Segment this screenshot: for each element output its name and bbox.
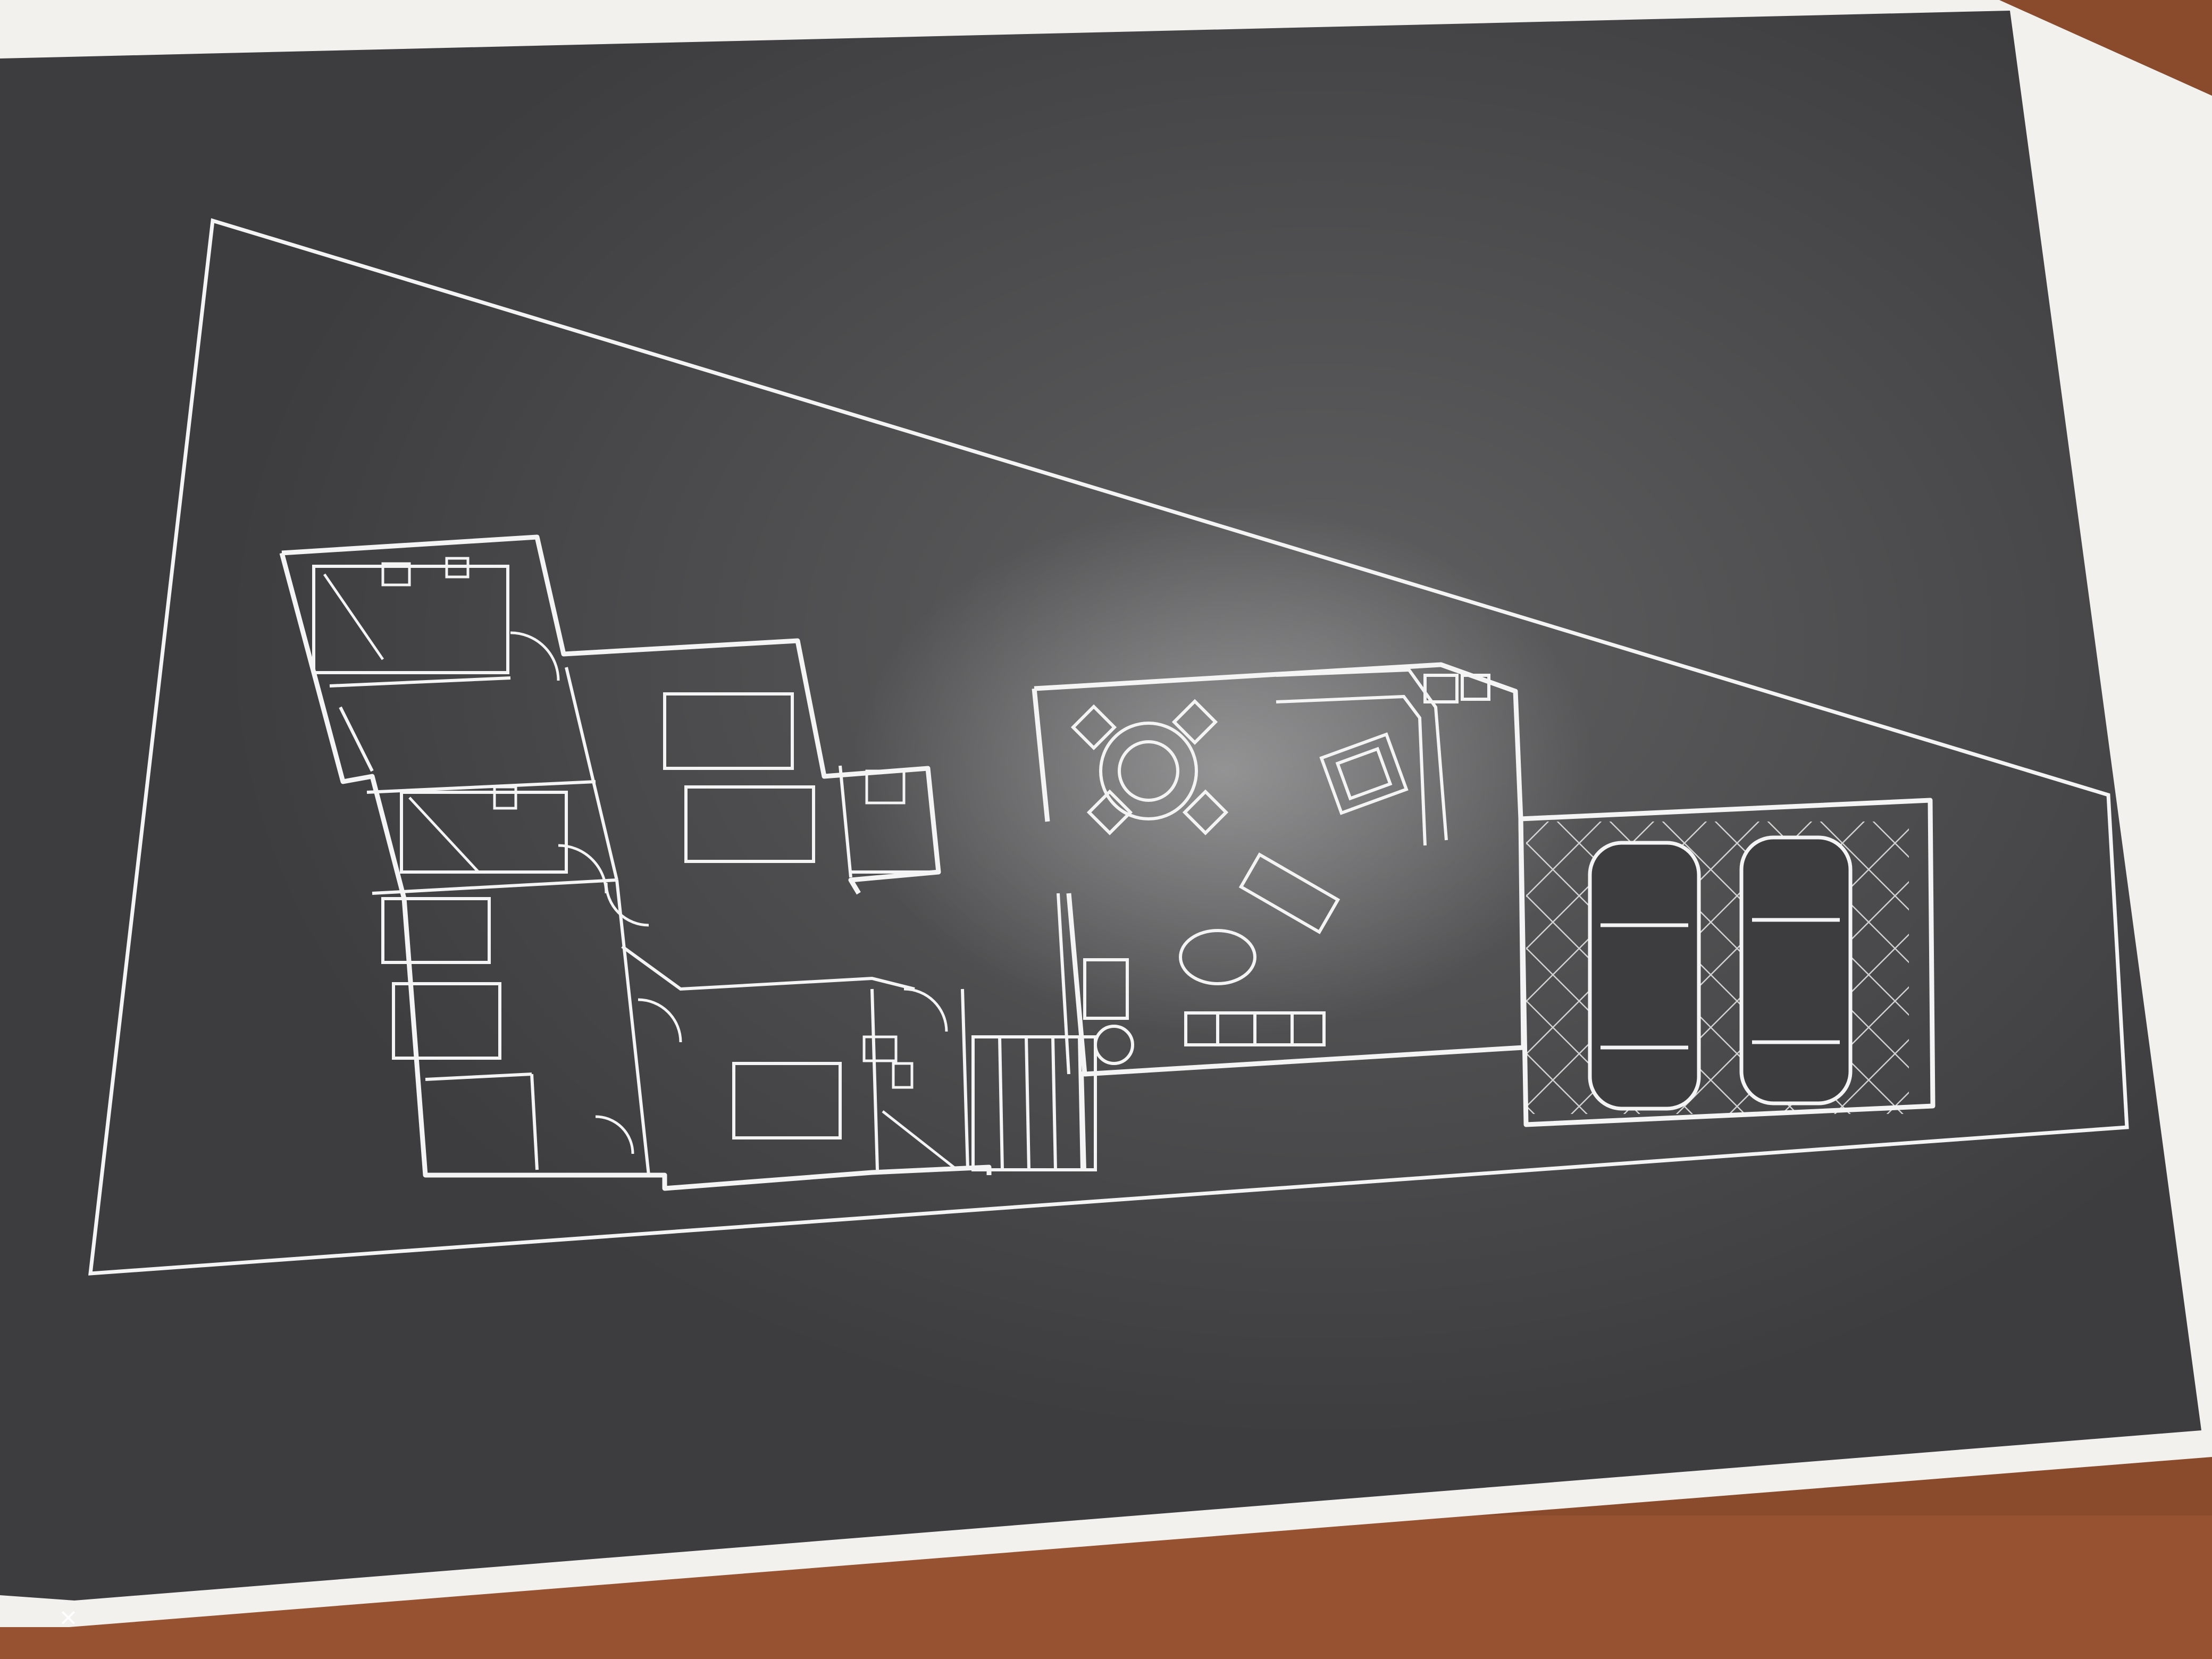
car-icon: [1588, 835, 1853, 1111]
house-walls: [279, 534, 1936, 1191]
stairs-icon: [971, 1035, 1097, 1171]
coffee-table-icon: [1179, 732, 1409, 985]
shower-icon: [323, 573, 958, 1171]
armchair-icon: [1083, 958, 1134, 1065]
sofa-icon: [1184, 852, 1340, 1046]
kitchen-counter: [1276, 668, 1490, 846]
dining-table-icon: [1070, 699, 1229, 835]
interior-walls: [312, 565, 1086, 1176]
site-boundary: [88, 218, 2129, 1276]
toilet-icon: [381, 557, 914, 1089]
flash-glare: [851, 505, 1595, 1037]
corner-cross-mark: ×: [58, 1604, 78, 1631]
sink-icon: [862, 769, 906, 1062]
door-swing-icon: [510, 631, 948, 1154]
bed-icon: [381, 692, 842, 1139]
